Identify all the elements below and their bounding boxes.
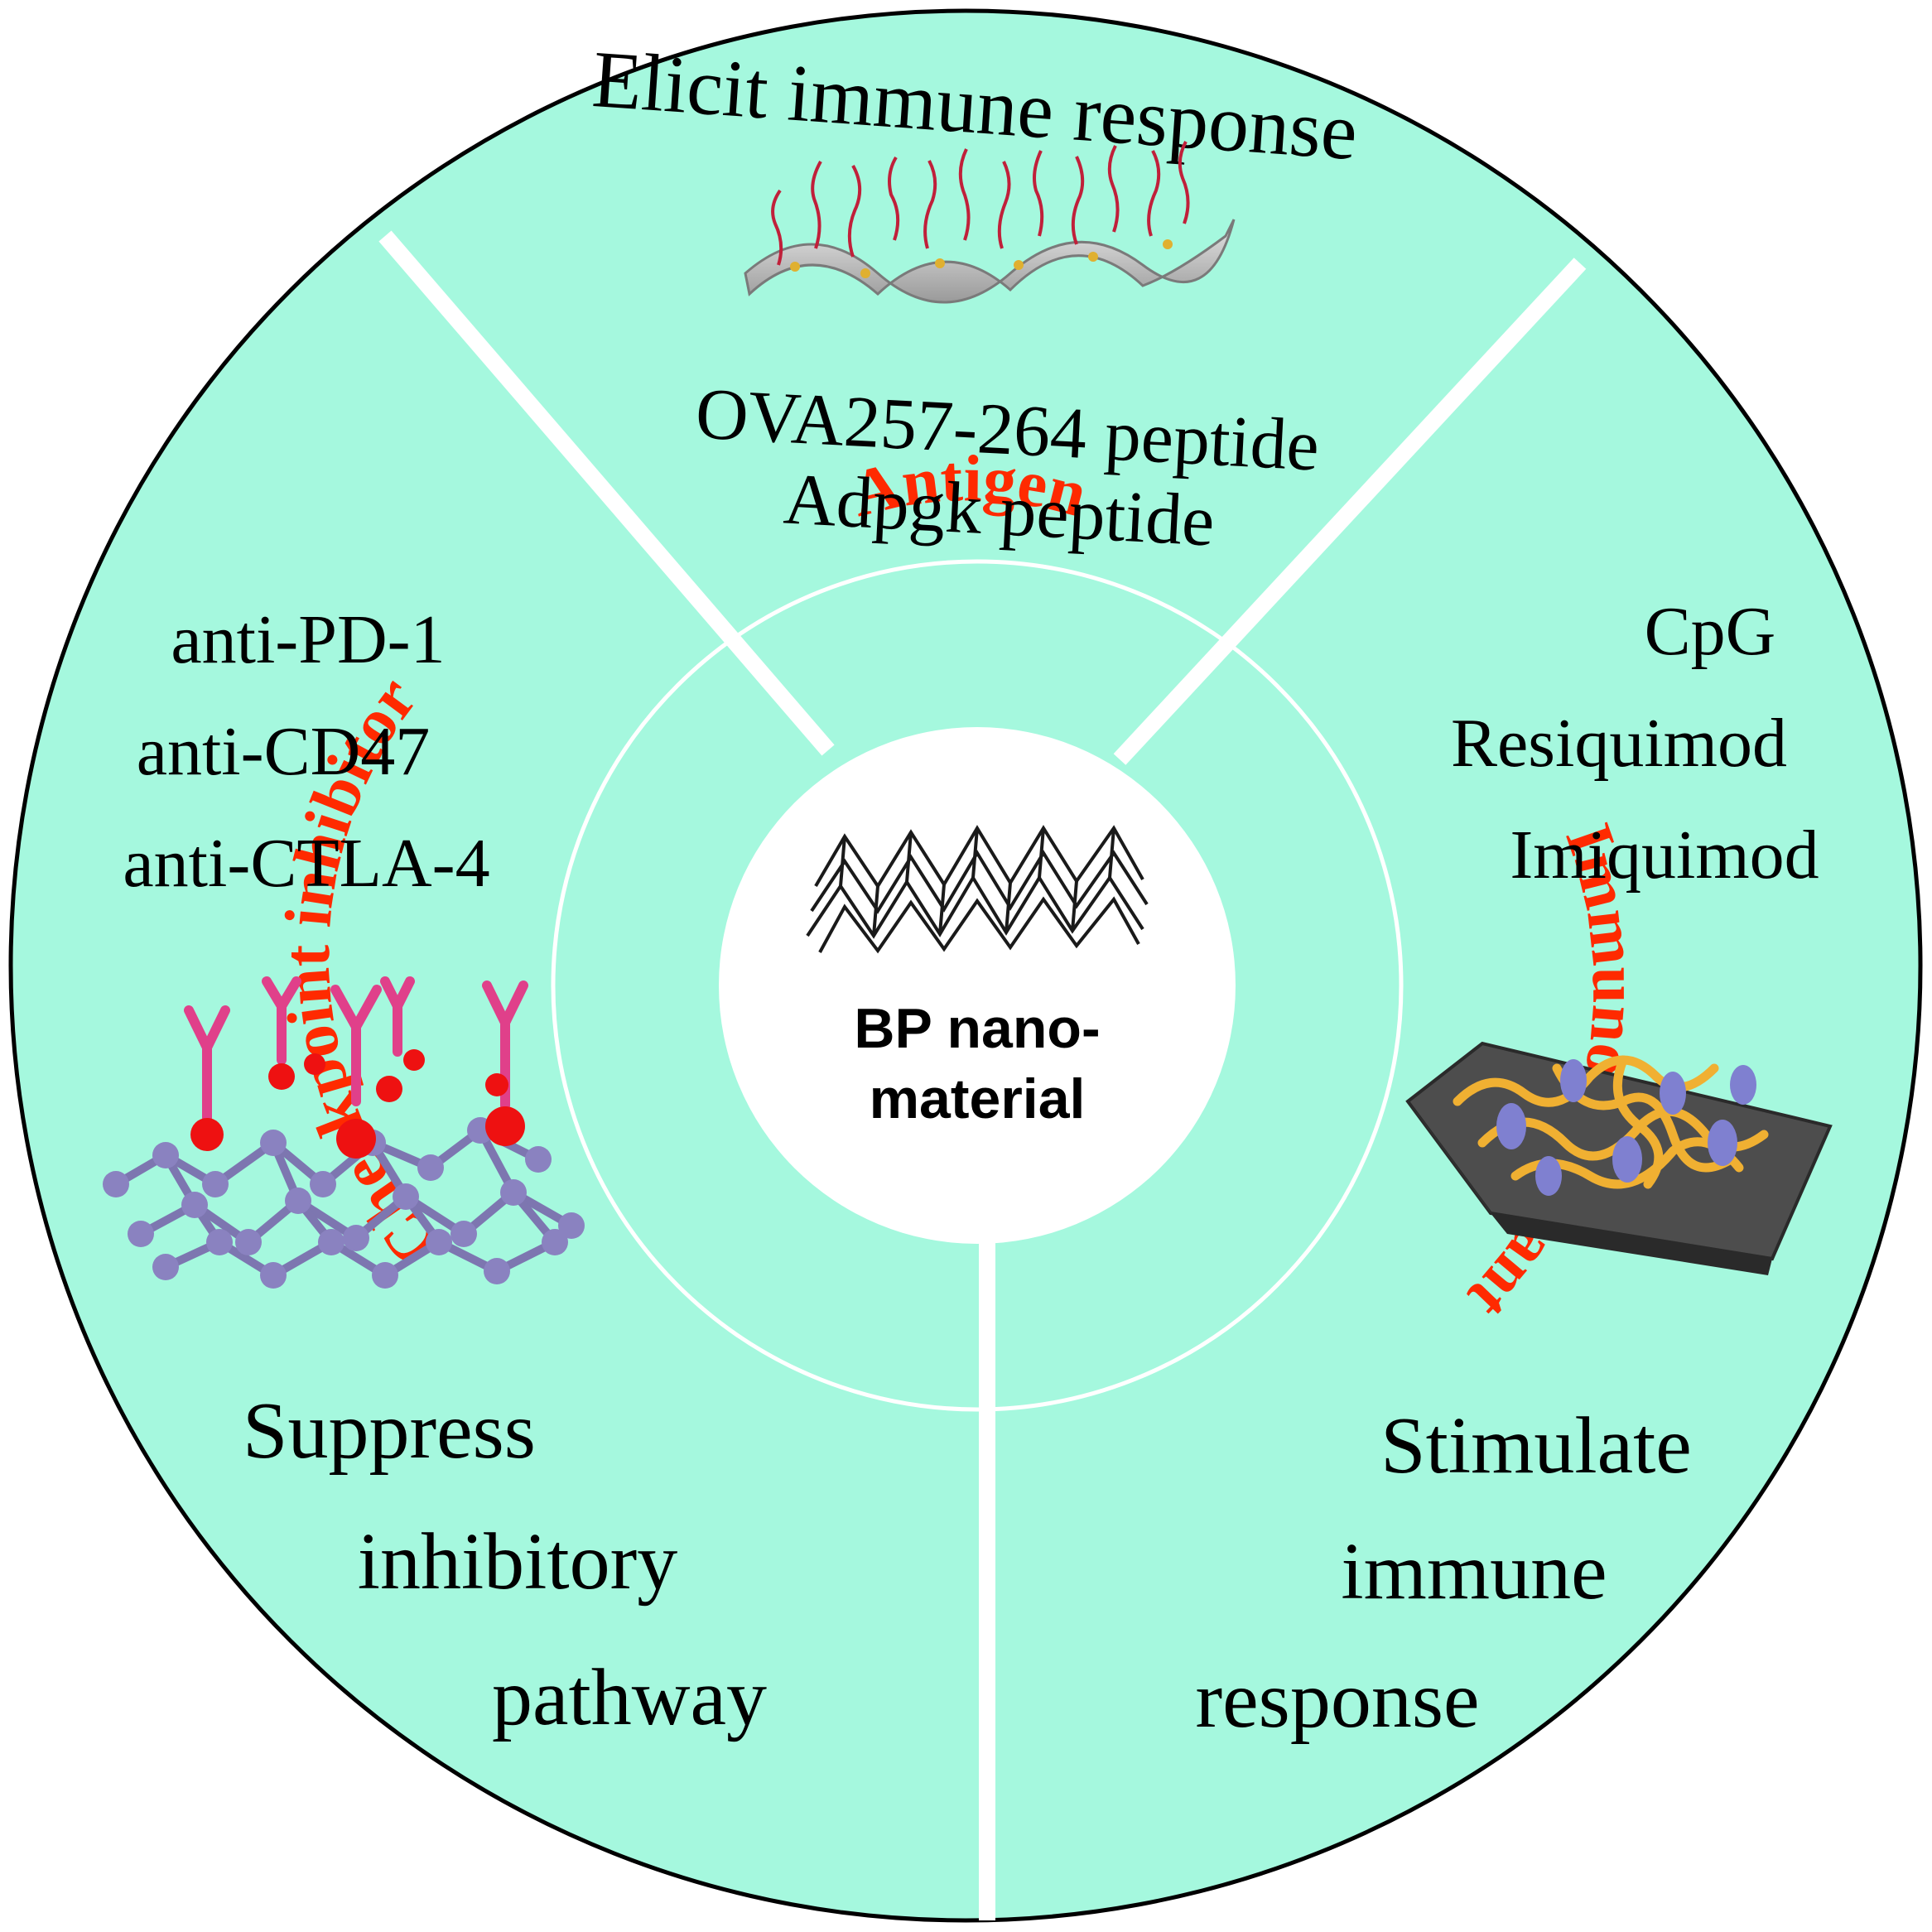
- checkpoint-item-3: anti-CTLA-4: [123, 825, 489, 902]
- adjuvant-caption-3: response: [1196, 1655, 1480, 1745]
- antibody-lattice-icon: [103, 976, 585, 1289]
- checkpoint-item-1: anti-PD-1: [171, 601, 445, 678]
- adjuvant-item-3: Imiquimod: [1510, 817, 1819, 894]
- adjuvant-item-1: CpG: [1645, 593, 1776, 670]
- adjuvant-item-2: Resiquimod: [1451, 705, 1787, 782]
- inner-ring: [551, 559, 1404, 1412]
- center-label-line1: BP nano-: [854, 997, 1100, 1060]
- center-circle: [719, 727, 1236, 1244]
- sector-dividers: [378, 230, 1587, 1920]
- checkpoint-caption-3: pathway: [492, 1653, 767, 1742]
- center-label-line2: material: [870, 1067, 1086, 1130]
- checkpoint-caption-1: Suppress: [243, 1386, 536, 1476]
- divider-upper-right: [1113, 258, 1587, 765]
- adjuvant-caption-1: Stimulate: [1380, 1401, 1692, 1491]
- checkpoint-caption-2: inhibitory: [358, 1517, 678, 1607]
- peptide-sheet-icon: [744, 141, 1236, 304]
- adjuvant-sheet-icon: [1405, 1041, 1833, 1275]
- divider-upper-left: [378, 230, 835, 756]
- adjuvant-caption-2: immune: [1341, 1527, 1607, 1616]
- checkpoint-item-2: anti-CD47: [137, 713, 431, 790]
- bp-lattice-icon: [806, 825, 1149, 954]
